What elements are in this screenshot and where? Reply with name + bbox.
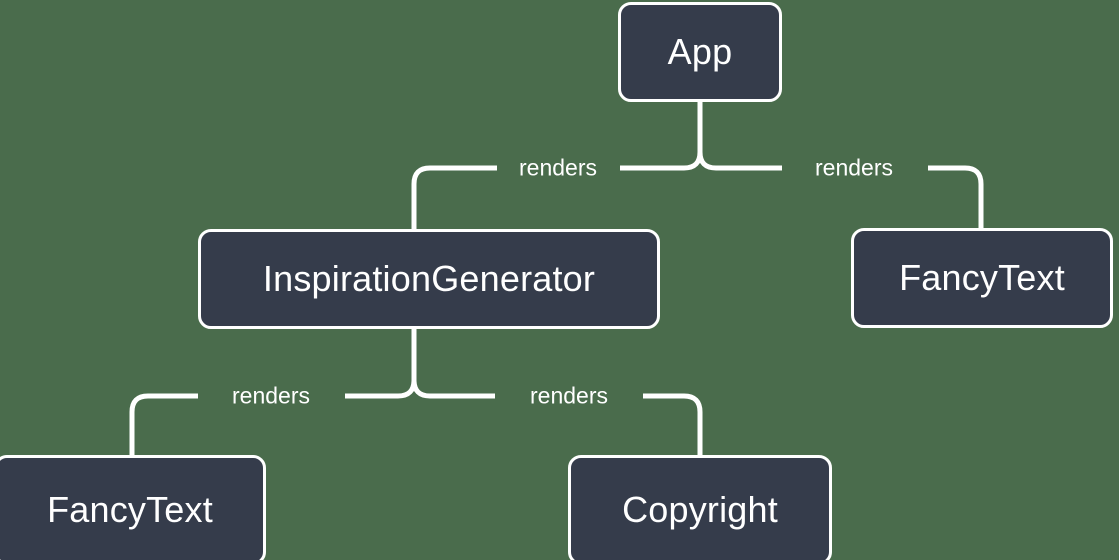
- edge-label-inspiration-to-copyright: renders: [530, 382, 608, 409]
- node-app[interactable]: App: [618, 2, 782, 102]
- node-copyright[interactable]: Copyright: [568, 455, 832, 560]
- edge-label-app-to-fancytext-right: renders: [815, 154, 893, 181]
- edge-inspiration-to-fancytext-left-tail: [129, 393, 198, 455]
- edge-label-app-to-inspiration: renders: [519, 154, 597, 181]
- node-inspiration-generator-label: InspirationGenerator: [262, 258, 596, 299]
- edge-inspiration-to-copyright-tail: [643, 393, 703, 455]
- edge-inspiration-to-fancytext-left: [345, 379, 417, 399]
- node-fancytext-right-label: FancyText: [899, 257, 1065, 298]
- edge-app-to-inspiration: [620, 151, 703, 171]
- node-copyright-label: Copyright: [622, 489, 778, 530]
- edge-label-inspiration-to-fancytext-left: renders: [232, 382, 310, 409]
- edge-inspiration-to-copyright: [411, 379, 495, 399]
- node-fancytext-left[interactable]: FancyText: [0, 455, 266, 560]
- edge-app-to-fancytext-right: [697, 151, 782, 171]
- edge-app-to-inspiration-tail: [411, 165, 497, 229]
- edge-app-to-fancytext-right-tail: [928, 165, 984, 228]
- node-app-label: App: [667, 31, 733, 72]
- node-fancytext-right[interactable]: FancyText: [851, 228, 1113, 328]
- node-inspiration-generator[interactable]: InspirationGenerator: [198, 229, 660, 329]
- node-fancytext-left-label: FancyText: [47, 489, 213, 530]
